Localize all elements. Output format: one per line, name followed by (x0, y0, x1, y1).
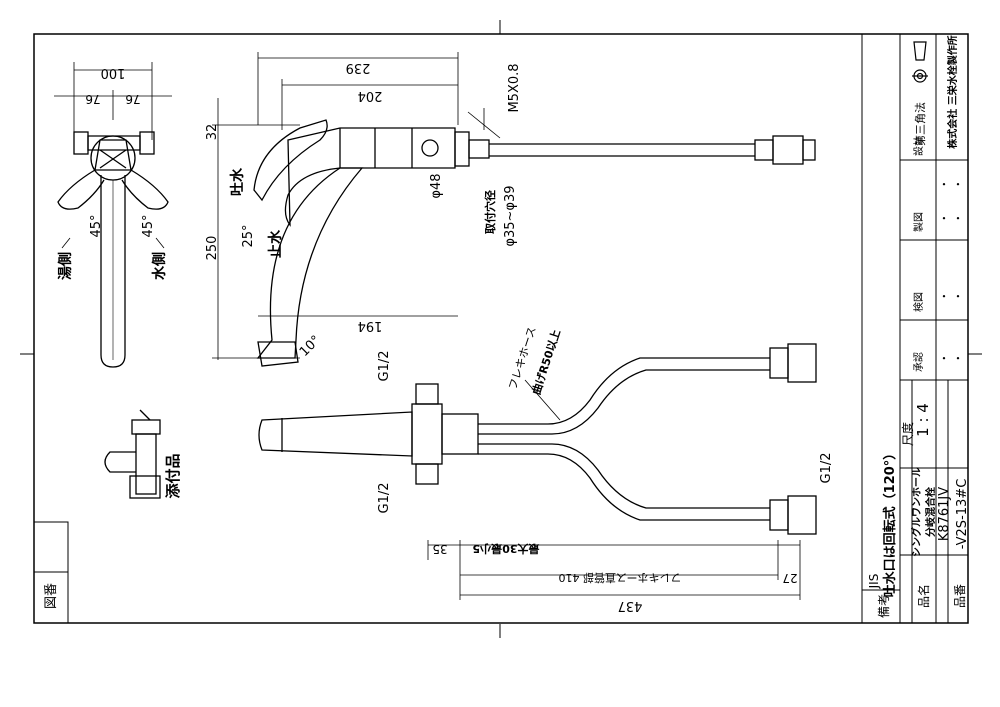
title-scale: 1 : 4 (914, 403, 932, 437)
title-projection: 第三角法 (913, 102, 927, 146)
title-approve: 承認 (912, 352, 925, 372)
dim-100: 100 (101, 65, 126, 80)
angle-10: 10° (297, 333, 324, 360)
angle-45-left: 45° (89, 214, 104, 237)
title-design: 設計 (912, 136, 925, 156)
dim-35: 35 (432, 542, 447, 556)
title-dot-1: ・ (939, 352, 950, 365)
dim-204: 204 (358, 88, 383, 103)
top-view (54, 62, 172, 368)
front-view-dims: G1/2 G1/2 G1/2 フレキホース 曲げR50以上 35 最大30最小5… (377, 325, 834, 613)
dim-76-right: 76 (125, 92, 140, 106)
accessory-part (104, 409, 161, 499)
label-accessory: 添付品 (164, 453, 182, 498)
title-draw: 製図 (912, 212, 925, 232)
drawing-frame (33, 33, 969, 624)
title-note: 吐水口は回転式（120°） (882, 447, 898, 598)
dim-239: 239 (346, 60, 371, 75)
title-dot-6: ・ (953, 212, 964, 225)
label-drawing-number: 図番 (44, 583, 59, 609)
title-number-label: 品番 (953, 584, 967, 608)
dim-phi48: φ48 (429, 173, 444, 198)
sheet-center-marks (20, 20, 982, 638)
title-dot-2: ・ (953, 352, 964, 365)
dim-g12-bottom: G1/2 (377, 483, 392, 514)
projection-symbol-icon (912, 41, 928, 83)
dim-194: 194 (358, 318, 383, 333)
title-scale-label: 尺度 (900, 422, 915, 446)
dim-max30: 最大30最小5 (473, 542, 540, 556)
title-block (861, 34, 968, 623)
title-number-line2: -V2S-13#C (955, 479, 970, 550)
title-dot-5: ・ (939, 212, 950, 225)
dim-mount-range: φ35~φ39 (503, 185, 518, 246)
label-mount-hole: 取付穴径 (483, 190, 497, 234)
dim-76-left: 76 (85, 92, 100, 106)
title-company: 株式会社 三栄水栓製作所 (946, 35, 959, 148)
title-dot-4: ・ (953, 290, 964, 303)
dim-32: 32 (205, 124, 220, 141)
side-view-dims: 239 204 M5X0.8 32 φ48 取付穴径 φ35~φ39 吐水 25… (205, 60, 522, 360)
side-view (212, 52, 816, 367)
top-view-dims: 100 76 76 45° 45° 湯側 水側 (57, 65, 168, 280)
dim-437: 437 (618, 598, 643, 613)
dim-hose-410: フレキホース直管部 410 (559, 571, 682, 585)
label-hot-side: 湯側 (57, 252, 74, 280)
title-block-text: JIS 備考 吐水口は回転式（120°） 品名 シングルワンホール 分岐混合栓 … (867, 35, 970, 618)
dim-g12-top: G1/2 (377, 351, 392, 382)
dim-27: 27 (782, 571, 797, 585)
drawing-number-box (33, 521, 69, 624)
title-name-label: 品名 (916, 584, 931, 608)
label-cold-side: 水側 (151, 252, 168, 280)
dim-250: 250 (205, 236, 220, 261)
angle-25: 25° (241, 224, 256, 247)
title-name-line1: シングルワンホール (910, 467, 923, 557)
title-standard: JIS (867, 574, 881, 590)
title-note-label: 備考 (876, 594, 891, 618)
title-dot-3: ・ (939, 290, 950, 303)
title-number-line1: K8761JV (937, 487, 952, 541)
front-view (258, 343, 817, 600)
title-name-line2: 分岐混合栓 (924, 487, 937, 537)
label-spout: 吐水 (229, 167, 246, 196)
dim-g12-right: G1/2 (819, 453, 834, 484)
title-dot-7: ・ (939, 178, 950, 191)
title-dot-8: ・ (953, 178, 964, 191)
dim-m5: M5X0.8 (507, 63, 522, 112)
label-stop: 止水 (267, 229, 284, 258)
angle-45-right: 45° (141, 214, 156, 237)
title-check: 検図 (912, 292, 925, 312)
